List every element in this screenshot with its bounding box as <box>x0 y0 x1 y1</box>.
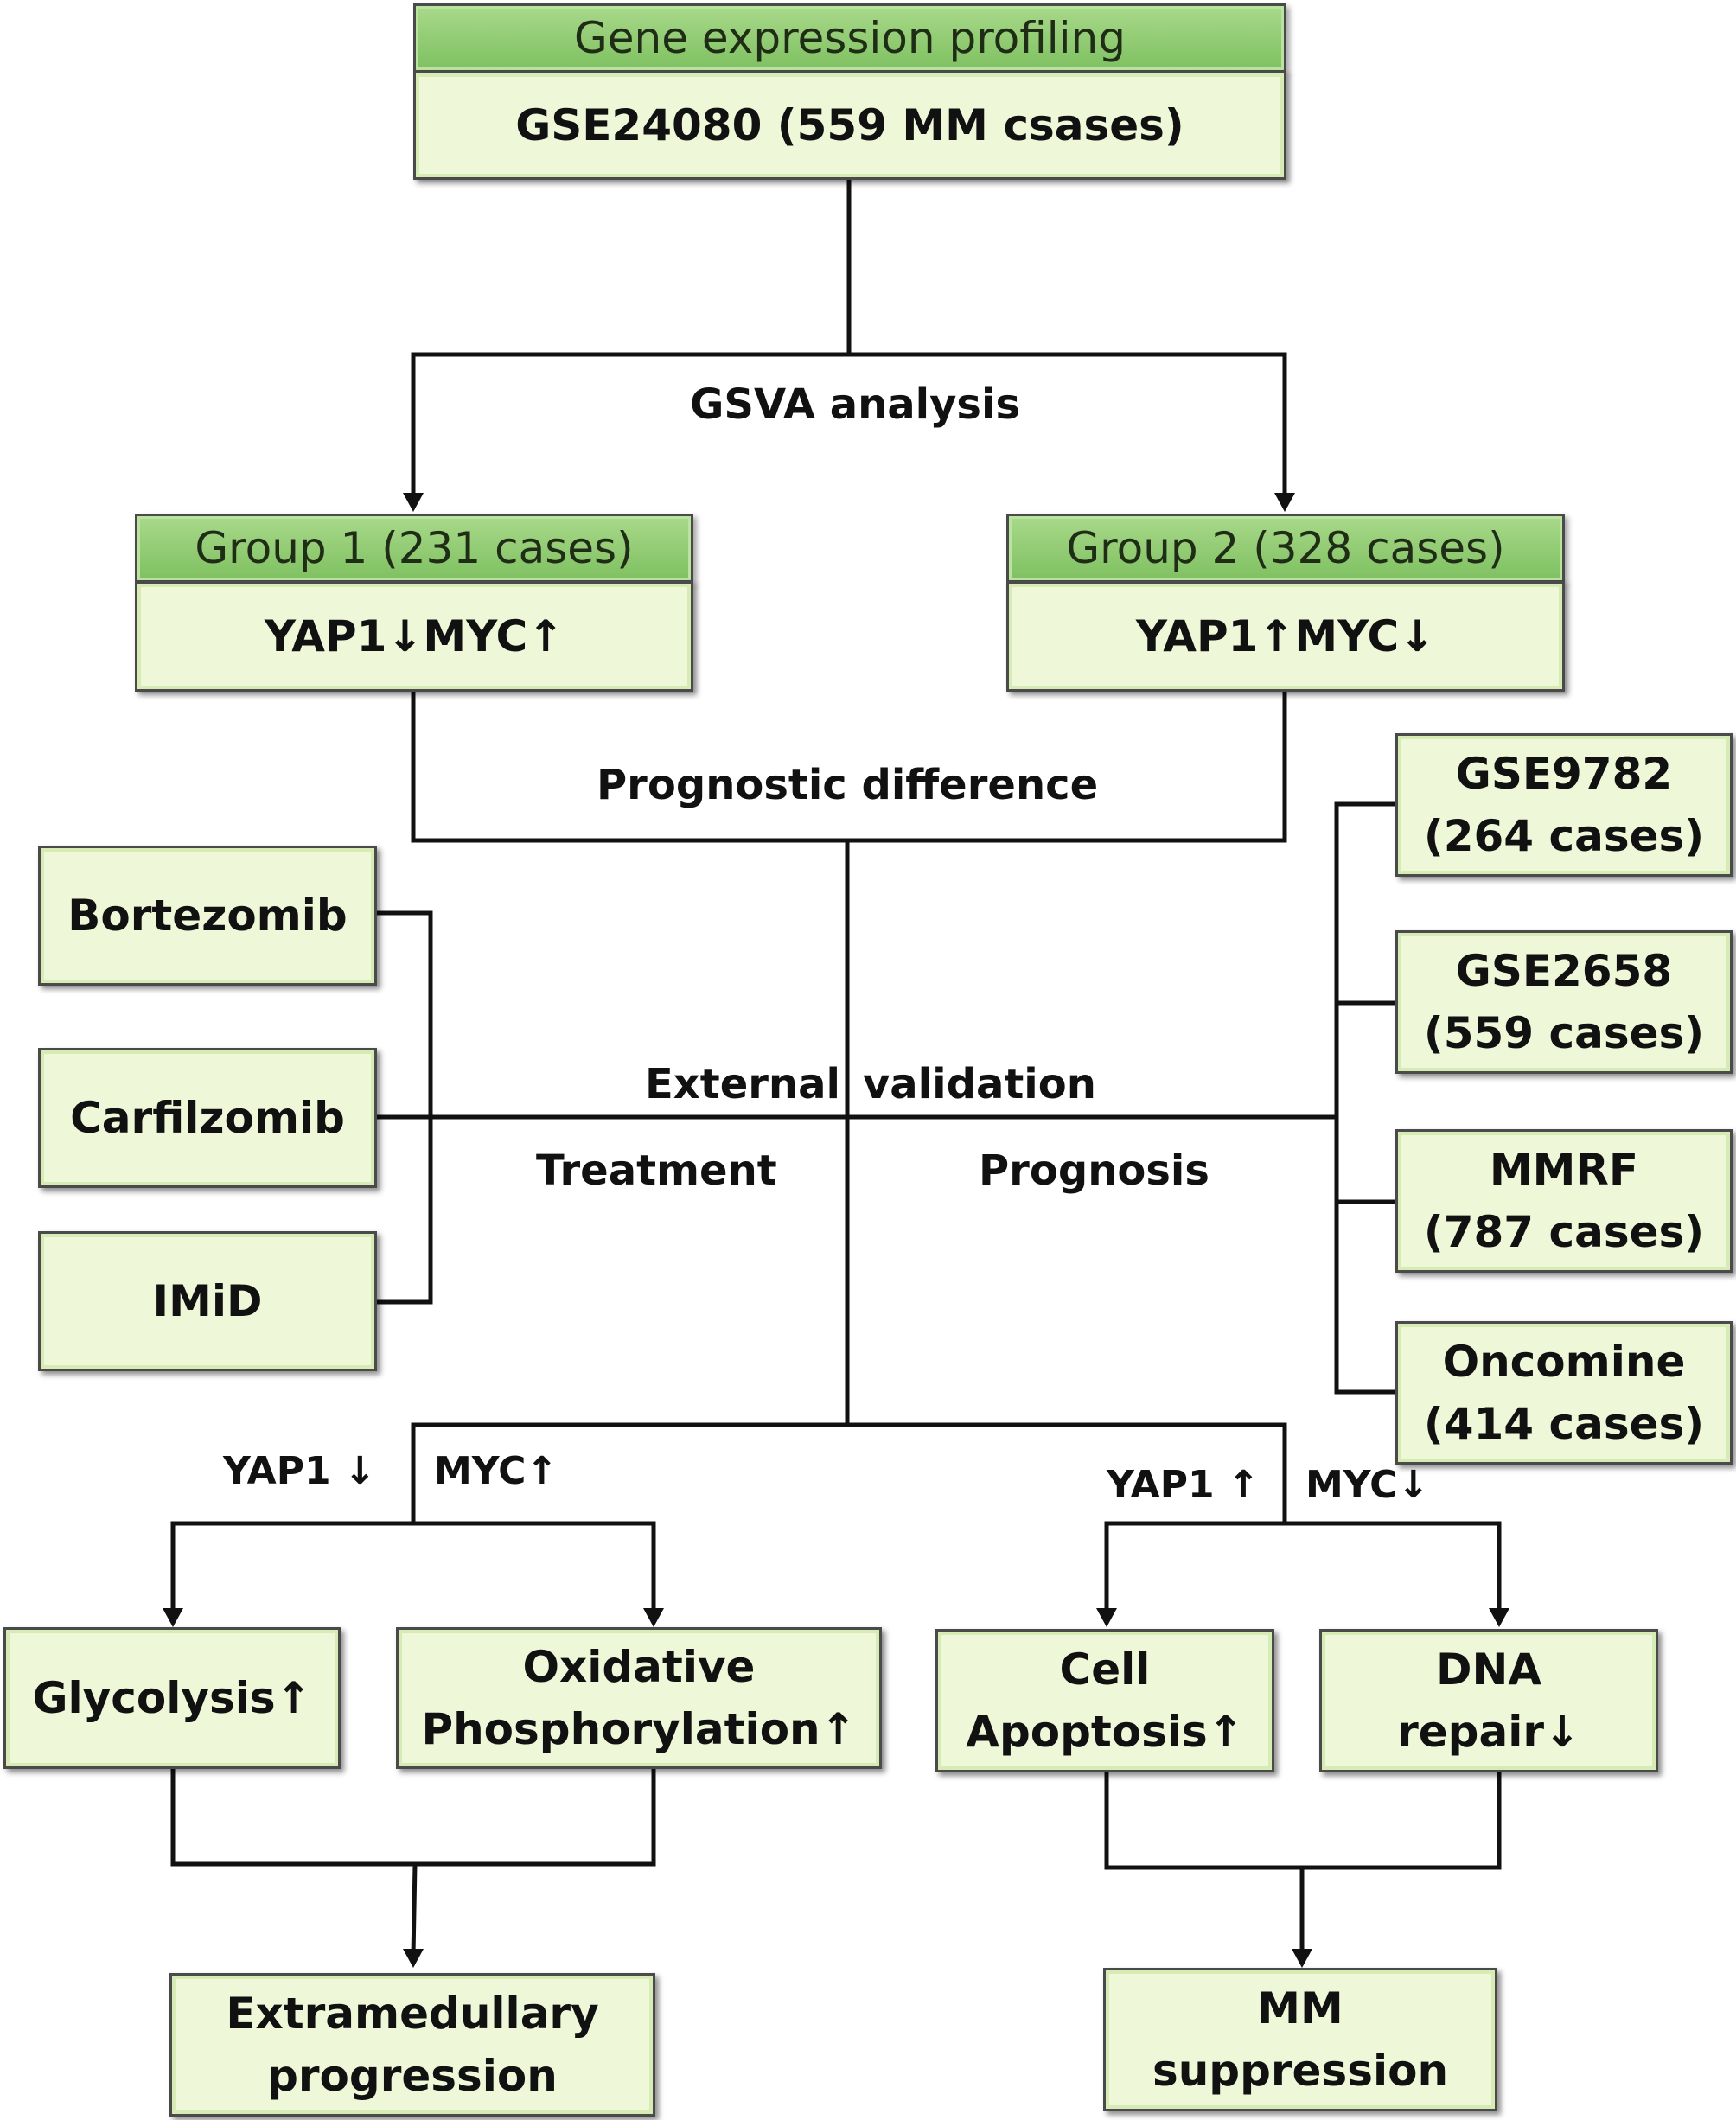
group2-body-text: YAP1↑MYC↓ <box>1135 610 1436 661</box>
dna-repair-box: DNA repair↓ <box>1319 1629 1658 1772</box>
right-yap-label: YAP1 ↑ <box>1107 1463 1260 1507</box>
dataset-cases: (414 cases) <box>1423 1399 1705 1449</box>
dataset-box-gse2658: GSE2658 (559 cases) <box>1395 930 1733 1074</box>
left-yap-label: YAP1 ↓ <box>223 1449 376 1493</box>
treatment-box-imid: IMiD <box>38 1231 377 1371</box>
validation-label: validation <box>863 1060 1096 1108</box>
treatment-label: Bortezomib <box>67 890 348 941</box>
dataset-box-mmrf: MMRF (787 cases) <box>1395 1129 1733 1273</box>
dna-repair-line2: repair↓ <box>1397 1707 1580 1757</box>
dataset-name: GSE9782 <box>1455 748 1673 799</box>
dataset-cases: (264 cases) <box>1423 811 1705 861</box>
group2-header: Group 2 (328 cases) <box>1006 514 1565 583</box>
glycolysis-box: Glycolysis↑ <box>3 1627 341 1769</box>
outcome-line1: MM <box>1257 1983 1343 2034</box>
group1-header-text: Group 1 (231 cases) <box>195 523 634 573</box>
prognosis-label-heading: Prognosis <box>979 1146 1209 1195</box>
left-myc-label: MYC↑ <box>434 1449 558 1493</box>
top-dataset-box: GSE24080 (559 MM csases) <box>413 71 1286 180</box>
dna-repair-line1: DNA <box>1435 1644 1542 1695</box>
mm-suppression-box: MM suppression <box>1103 1968 1497 2111</box>
group1-box: YAP1↓MYC↑ <box>135 581 693 692</box>
dataset-cases: (559 cases) <box>1423 1008 1705 1058</box>
right-myc-label: MYC↓ <box>1305 1463 1430 1507</box>
apoptosis-line1: Cell <box>1059 1644 1151 1695</box>
dataset-name: MMRF <box>1489 1144 1639 1195</box>
dataset-box-oncomine: Oncomine (414 cases) <box>1395 1321 1733 1465</box>
group1-body-text: YAP1↓MYC↑ <box>264 610 565 661</box>
external-label: External <box>645 1060 840 1108</box>
top-header: Gene expression profiling <box>413 3 1286 73</box>
group2-header-text: Group 2 (328 cases) <box>1066 523 1505 573</box>
outcome-line2: suppression <box>1152 2046 1449 2096</box>
treatment-label: Carfilzomib <box>70 1092 345 1143</box>
top-dataset-text: GSE24080 (559 MM csases) <box>515 99 1184 150</box>
dataset-name: GSE2658 <box>1455 945 1673 996</box>
prognostic-difference-label: Prognostic difference <box>597 761 1099 809</box>
dataset-box-gse9782: GSE9782 (264 cases) <box>1395 733 1733 877</box>
extramedullary-progression-box: Extramedullary progression <box>169 1973 655 2117</box>
treatment-box-carfilzomib: Carfilzomib <box>38 1048 377 1188</box>
apoptosis-line2: Apoptosis↑ <box>966 1707 1244 1757</box>
treatment-label: IMiD <box>152 1275 263 1326</box>
group1-header: Group 1 (231 cases) <box>135 514 693 583</box>
treatment-label-heading: Treatment <box>536 1146 777 1195</box>
glycolysis-label: Glycolysis↑ <box>32 1672 312 1723</box>
group2-box: YAP1↑MYC↓ <box>1006 581 1565 692</box>
oxphos-line1: Oxidative <box>522 1641 756 1692</box>
gsva-label: GSVA analysis <box>690 380 1021 429</box>
oxphos-line2: Phosphorylation↑ <box>421 1704 857 1754</box>
dataset-cases: (787 cases) <box>1423 1207 1705 1257</box>
treatment-box-bortezomib: Bortezomib <box>38 846 377 986</box>
outcome-line2: progression <box>267 2051 558 2101</box>
dataset-name: Oncomine <box>1442 1336 1686 1387</box>
outcome-line1: Extramedullary <box>226 1988 599 2039</box>
top-header-text: Gene expression profiling <box>574 13 1126 63</box>
